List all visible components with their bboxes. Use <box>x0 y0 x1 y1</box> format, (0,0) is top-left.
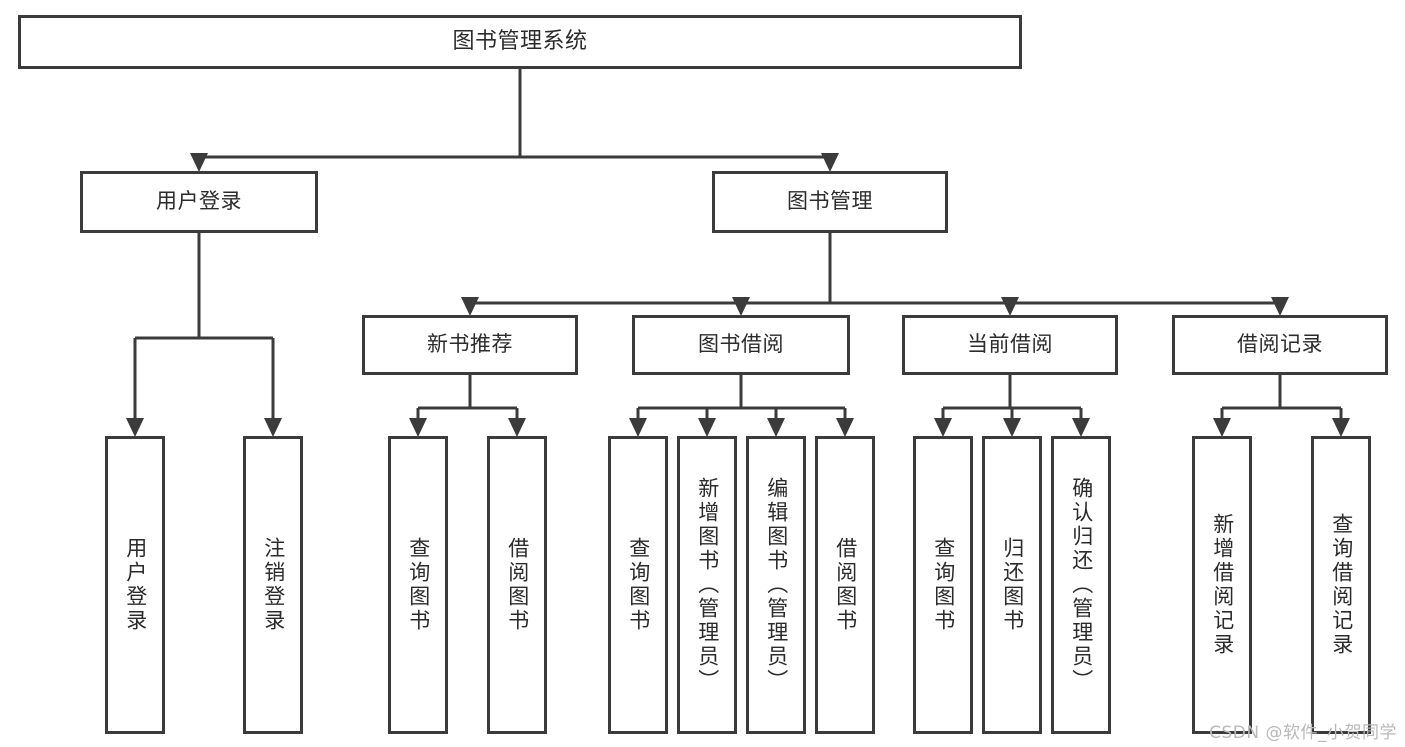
connector-arrowhead <box>1332 418 1350 437</box>
node-label: 查询图书 <box>626 537 651 633</box>
node-leaf-borrow-book-1[interactable]: 借阅图书 <box>487 436 547 734</box>
connector-arrowhead <box>190 153 208 172</box>
connector-arrowhead <box>508 418 526 437</box>
node-label: 当前借阅 <box>967 332 1053 357</box>
node-l2-new-book-rec[interactable]: 新书推荐 <box>362 315 578 375</box>
node-label: 图书管理系统 <box>452 28 588 54</box>
node-leaf-user-login[interactable]: 用户登录 <box>105 436 165 734</box>
node-label: 借阅图书 <box>833 537 858 633</box>
node-root[interactable]: 图书管理系统 <box>18 15 1022 69</box>
node-leaf-query-book-3[interactable]: 查询图书 <box>913 436 973 734</box>
connector-arrowhead <box>1271 297 1289 316</box>
node-label: 图书借阅 <box>698 332 784 357</box>
connector-arrowhead <box>1072 418 1090 437</box>
node-label: 用户登录 <box>156 189 242 214</box>
node-label: 查询借阅记录 <box>1329 513 1354 657</box>
node-label: 查询图书 <box>931 537 956 633</box>
node-label: 用户登录 <box>123 537 148 633</box>
node-label: 归还图书 <box>1000 537 1025 633</box>
watermark-label: CSDN @软件_小贺同学 <box>1209 723 1397 743</box>
node-leaf-add-record[interactable]: 新增借阅记录 <box>1192 436 1252 734</box>
node-label: 注销登录 <box>261 537 286 633</box>
connector-arrowhead <box>934 418 952 437</box>
connector-arrowhead <box>1001 297 1019 316</box>
connector-arrowhead <box>698 418 716 437</box>
node-leaf-add-book[interactable]: 新增图书（管理员） <box>677 436 737 734</box>
connector-arrowhead <box>629 418 647 437</box>
node-leaf-query-record[interactable]: 查询借阅记录 <box>1311 436 1371 734</box>
node-l2-book-borrow[interactable]: 图书借阅 <box>632 315 850 375</box>
node-label: 新增借阅记录 <box>1210 513 1235 657</box>
node-leaf-query-book-2[interactable]: 查询图书 <box>608 436 668 734</box>
node-l1-book-mgmt[interactable]: 图书管理 <box>712 171 948 233</box>
node-label: 新书推荐 <box>427 332 513 357</box>
connector-arrowhead <box>409 418 427 437</box>
node-label: 新增图书（管理员） <box>695 477 720 693</box>
node-leaf-query-book-1[interactable]: 查询图书 <box>388 436 448 734</box>
node-label: 借阅记录 <box>1237 332 1323 357</box>
node-label: 借阅图书 <box>505 537 530 633</box>
connector-arrowhead <box>836 418 854 437</box>
connector-arrowhead <box>1003 418 1021 437</box>
connector-arrowhead <box>126 418 144 437</box>
connector-arrowhead <box>767 418 785 437</box>
node-label: 查询图书 <box>406 537 431 633</box>
node-leaf-return-book[interactable]: 归还图书 <box>982 436 1042 734</box>
connector-arrowhead <box>264 418 282 437</box>
connector-arrowhead <box>461 297 479 316</box>
node-leaf-confirm-return[interactable]: 确认归还（管理员） <box>1051 436 1111 734</box>
node-l2-borrow-record[interactable]: 借阅记录 <box>1172 315 1388 375</box>
node-leaf-borrow-book-2[interactable]: 借阅图书 <box>815 436 875 734</box>
node-l1-user-login[interactable]: 用户登录 <box>80 171 318 233</box>
connector-arrowhead <box>732 297 750 316</box>
node-label: 确认归还（管理员） <box>1069 477 1094 693</box>
node-l2-current-borrow[interactable]: 当前借阅 <box>902 315 1118 375</box>
connector-arrowhead <box>821 153 839 172</box>
connector-arrowhead <box>1213 418 1231 437</box>
node-leaf-logout[interactable]: 注销登录 <box>243 436 303 734</box>
node-label: 图书管理 <box>787 189 873 214</box>
node-leaf-edit-book[interactable]: 编辑图书（管理员） <box>746 436 806 734</box>
node-label: 编辑图书（管理员） <box>764 477 789 693</box>
